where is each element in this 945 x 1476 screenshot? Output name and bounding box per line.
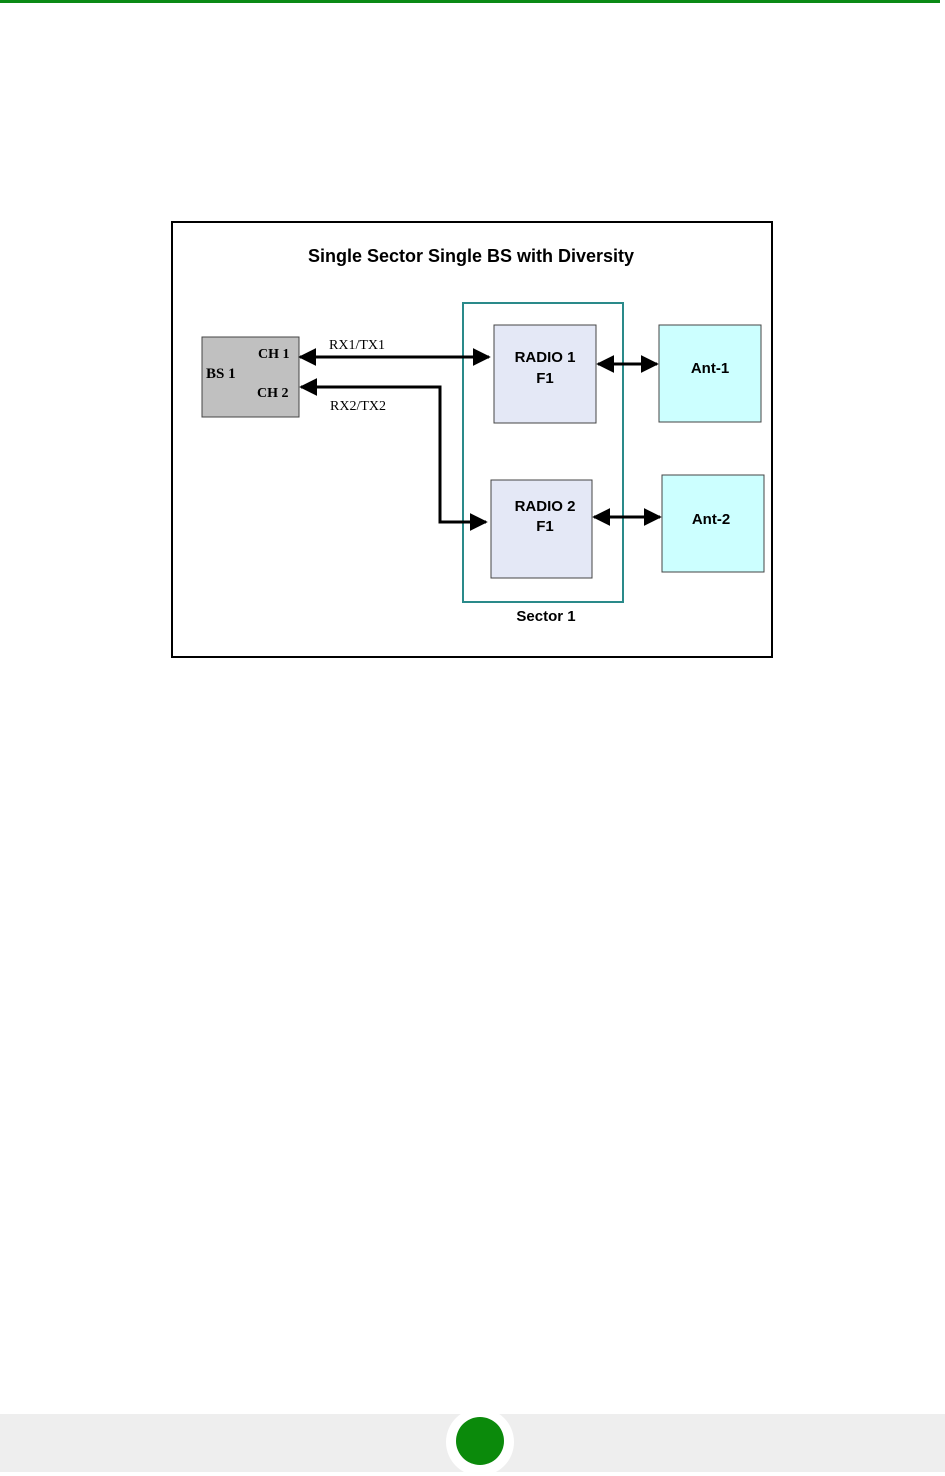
footer-dot <box>456 1417 504 1465</box>
bs-ch1-label: CH 1 <box>258 347 290 362</box>
diagram-frame <box>172 222 772 657</box>
radio-2-freq: F1 <box>536 518 554 535</box>
sector-diagram: Single Sector Single BS with Diversity S… <box>0 0 945 700</box>
bs-label: BS 1 <box>206 366 236 382</box>
radio-2-label: RADIO 2 <box>515 498 576 515</box>
link-1-label: RX1/TX1 <box>329 338 385 353</box>
sector-label: Sector 1 <box>516 608 575 625</box>
radio-1-freq: F1 <box>536 370 554 387</box>
link-2-label: RX2/TX2 <box>330 399 386 414</box>
diagram-title: Single Sector Single BS with Diversity <box>308 246 634 266</box>
bs-ch2-label: CH 2 <box>257 386 289 401</box>
radio-1-label: RADIO 1 <box>515 349 576 366</box>
ant-2-label: Ant-2 <box>692 511 730 528</box>
ant-1-label: Ant-1 <box>691 360 729 377</box>
